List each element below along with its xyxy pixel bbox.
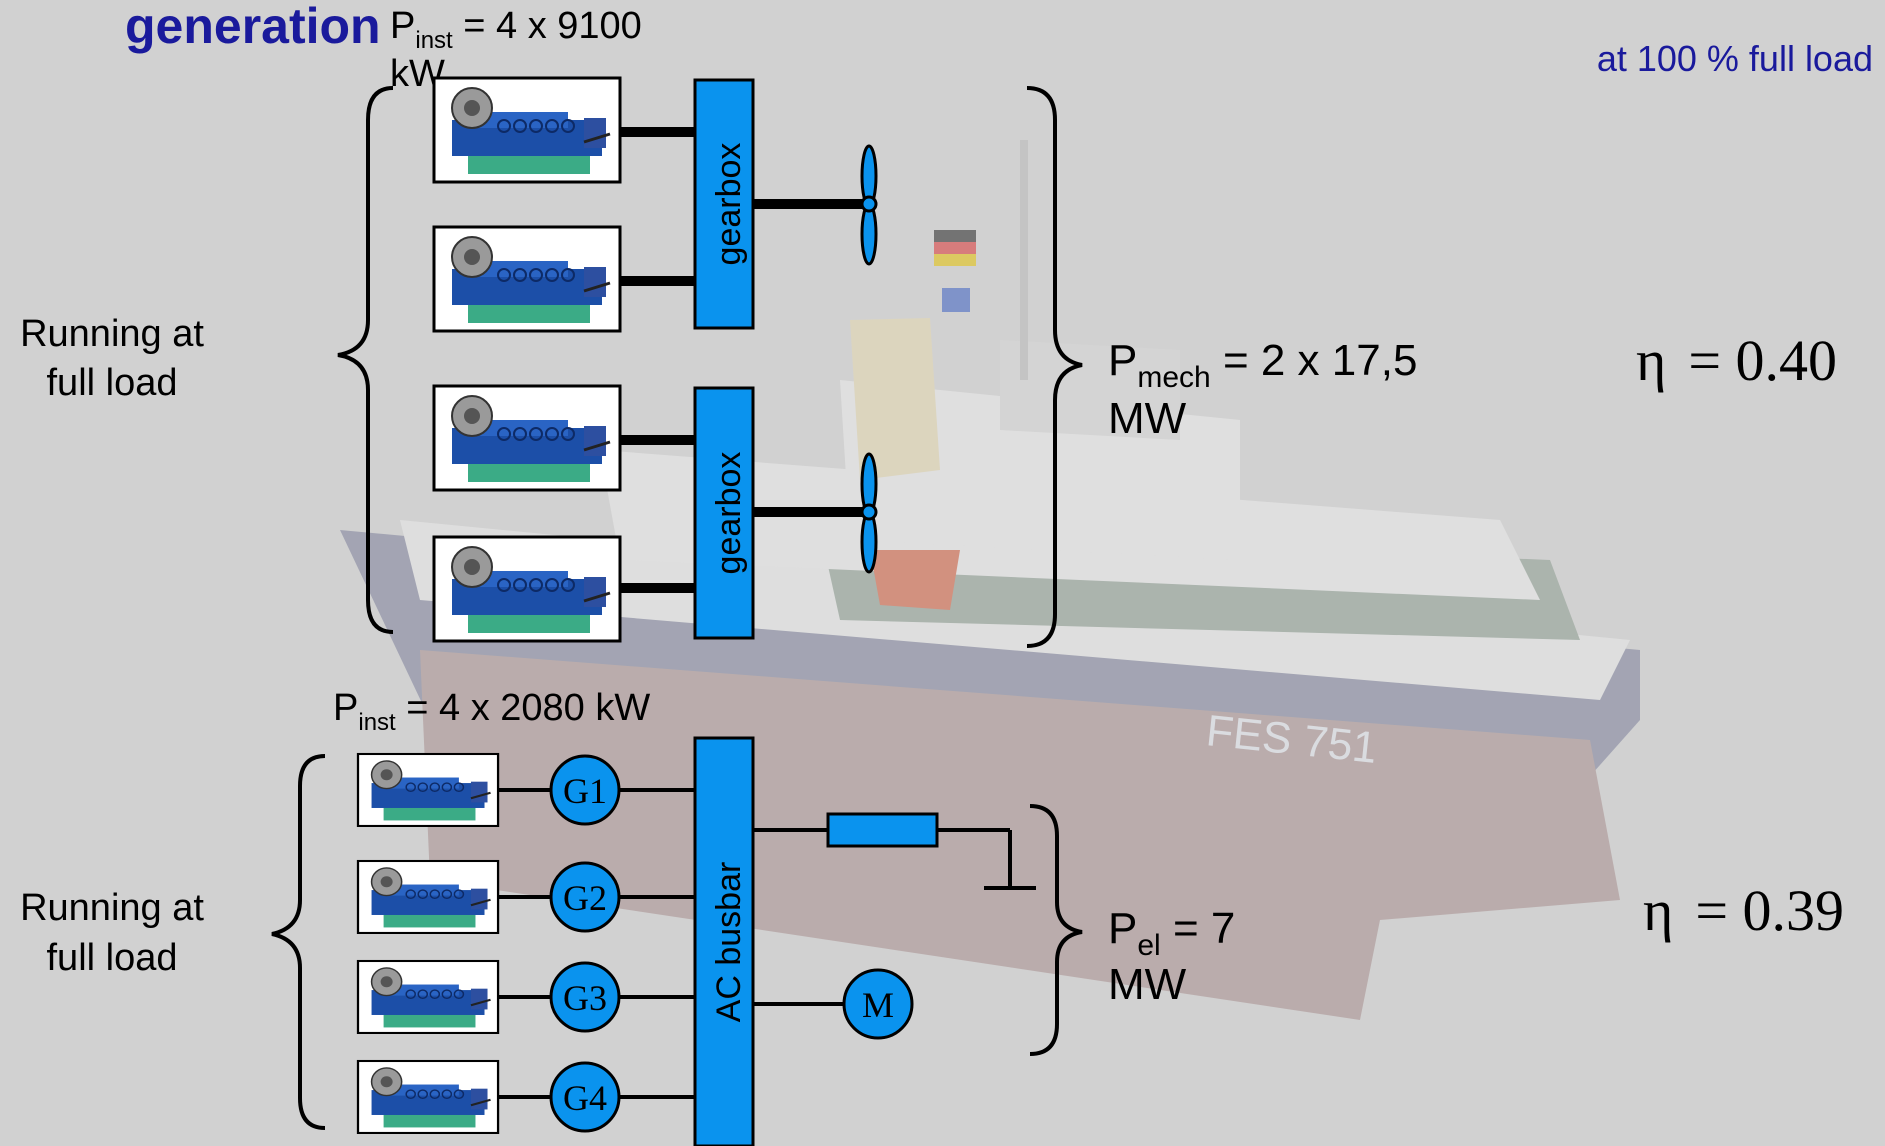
mech-engine-3 — [434, 386, 620, 490]
mech-engine-1 — [434, 78, 620, 182]
svg-text:M: M — [862, 985, 894, 1025]
el-engine-1 — [358, 754, 498, 826]
el-output-power-unit: MW — [1108, 960, 1187, 1009]
mech-output-power-unit: MW — [1108, 394, 1187, 443]
svg-text:G1: G1 — [563, 771, 607, 811]
mech-running-label-line1: Running at — [20, 313, 204, 355]
generator-g1: G1 — [551, 756, 619, 824]
el-engine-3 — [358, 961, 498, 1033]
mech-running-label-line2: full load — [47, 362, 178, 404]
generator-g4: G4 — [551, 1063, 619, 1131]
resistor-load — [828, 814, 937, 846]
el-engine-2 — [358, 861, 498, 933]
gearbox-upper-label: gearbox — [710, 143, 748, 266]
svg-text:G2: G2 — [563, 878, 607, 918]
mech-efficiency: η= 0.40 — [1636, 328, 1837, 393]
propeller-lower-icon — [862, 454, 876, 572]
el-running-label-line2: full load — [47, 937, 178, 979]
motor-m: M — [844, 970, 912, 1038]
slide-title-fragment: generation — [125, 0, 381, 54]
el-efficiency: η= 0.39 — [1643, 878, 1844, 943]
svg-text:G3: G3 — [563, 978, 607, 1018]
svg-text:G4: G4 — [563, 1078, 607, 1118]
propeller-upper-icon — [862, 146, 876, 264]
load-note: at 100 % full load — [1597, 38, 1873, 79]
ac-busbar-label: AC busbar — [710, 862, 748, 1023]
el-running-label-line1: Running at — [20, 887, 204, 929]
mech-engine-2 — [434, 227, 620, 331]
generator-g2: G2 — [551, 863, 619, 931]
mech-engine-4 — [434, 537, 620, 641]
generator-g3: G3 — [551, 963, 619, 1031]
gearbox-lower-label: gearbox — [710, 452, 748, 575]
el-engine-4 — [358, 1061, 498, 1133]
